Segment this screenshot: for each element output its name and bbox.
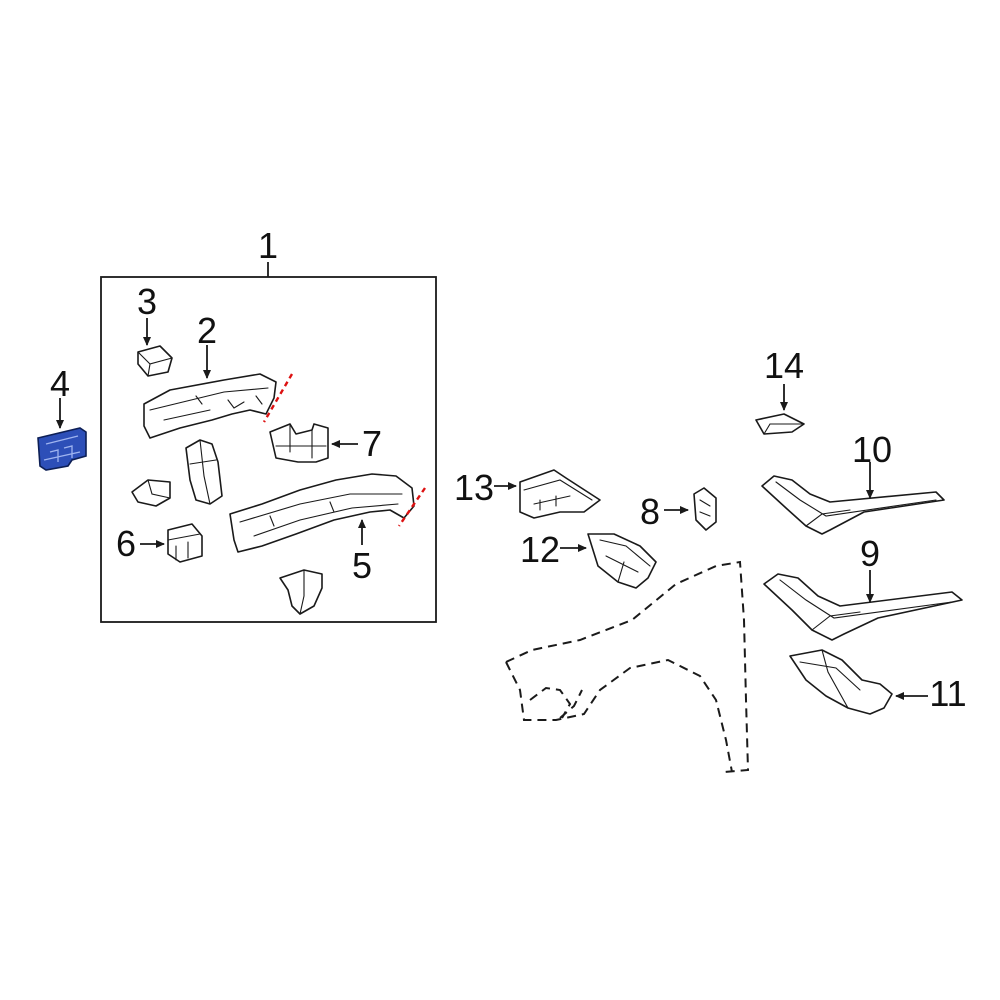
- part-2-upper-rail[interactable]: [143, 373, 277, 439]
- callout-3: 3: [137, 281, 157, 322]
- callout-12: 12: [520, 529, 560, 570]
- callout-7: 7: [362, 423, 382, 464]
- callout-4: 4: [50, 363, 70, 404]
- callout-10: 10: [852, 429, 892, 470]
- part-13-bracket[interactable]: [519, 469, 601, 519]
- part-vertical-bracket[interactable]: [185, 439, 223, 505]
- part-6-block[interactable]: [167, 523, 203, 563]
- fender-reference-outline: [505, 560, 750, 773]
- part-8-plate[interactable]: [693, 487, 717, 531]
- part-9-apron-rail[interactable]: [763, 573, 963, 641]
- callout-11: 11: [929, 673, 966, 714]
- part-12-bracket[interactable]: [587, 533, 657, 589]
- callout-13: 13: [454, 467, 494, 508]
- callout-8: 8: [640, 491, 660, 532]
- part-5-lower-rail[interactable]: [229, 473, 415, 553]
- part-small-bracket-left[interactable]: [131, 479, 171, 507]
- part-14-bracket[interactable]: [755, 413, 805, 435]
- part-small-bracket-bottom[interactable]: [279, 569, 323, 615]
- callout-6: 6: [116, 523, 136, 564]
- callout-9: 9: [860, 533, 880, 574]
- cut-line-2: [262, 373, 294, 423]
- callout-5: 5: [352, 545, 372, 586]
- part-11-shield[interactable]: [789, 649, 893, 715]
- part-7-bracket[interactable]: [269, 423, 329, 463]
- cut-line-5: [398, 487, 426, 527]
- callout-1: 1: [258, 225, 278, 266]
- part-10-apron-rail[interactable]: [761, 475, 945, 535]
- callout-2: 2: [197, 310, 217, 351]
- assembly-box: [100, 276, 437, 623]
- part-4-bracket[interactable]: [37, 427, 87, 471]
- part-3-bracket[interactable]: [137, 345, 173, 377]
- callout-14: 14: [764, 345, 804, 386]
